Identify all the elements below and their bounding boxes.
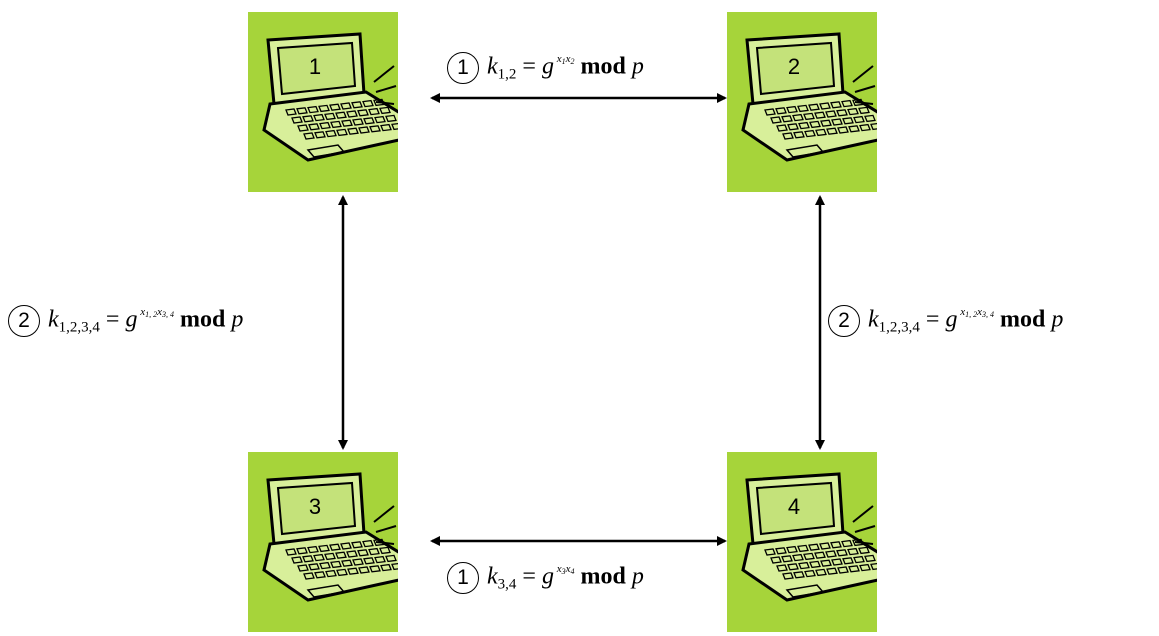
key-subscript: 3,4 [497, 576, 517, 593]
mod-operator: mod [580, 563, 626, 590]
node-2: 2 [727, 12, 908, 192]
laptop-icon [741, 32, 908, 162]
node-label: 4 [787, 494, 801, 519]
key-symbol: k [868, 306, 879, 333]
mod-operator: mod [999, 306, 1046, 333]
exponent: x1, 2x3, 4 [960, 305, 994, 319]
node-label: 1 [308, 54, 322, 79]
key-subscript: 1,2,3,4 [58, 319, 100, 336]
modulus-symbol: p [231, 306, 244, 333]
key-symbol: k [487, 563, 498, 590]
mod-operator: mod [179, 306, 226, 333]
key-subscript: 1,2,3,4 [878, 319, 920, 336]
key-symbol: k [487, 53, 498, 80]
laptop-icon [262, 472, 429, 602]
modulus-symbol: p [1051, 306, 1064, 333]
key-symbol: k [48, 306, 59, 333]
step-badge: 2 [8, 305, 40, 337]
base-symbol: g [125, 306, 138, 333]
node-label: 3 [308, 494, 322, 519]
key-subscript: 1,2 [497, 66, 517, 83]
node-label: 2 [787, 54, 801, 79]
exponent: x1, 2x3, 4 [140, 305, 174, 319]
base-symbol: g [541, 53, 554, 80]
laptop-icon [741, 472, 908, 602]
step-badge: 1 [447, 562, 479, 594]
base-symbol: g [945, 306, 958, 333]
step-badge: 1 [447, 52, 479, 84]
node-1: 1 [248, 12, 429, 192]
base-symbol: g [541, 563, 554, 590]
node-4: 4 [727, 452, 908, 632]
step-badge: 2 [828, 305, 860, 337]
laptop-icon [262, 32, 429, 162]
node-3: 3 [248, 452, 429, 632]
exponent: x3x4 [556, 562, 575, 576]
modulus-symbol: p [631, 563, 644, 590]
mod-operator: mod [580, 53, 626, 80]
modulus-symbol: p [631, 53, 644, 80]
exponent: x1x2 [556, 52, 575, 66]
